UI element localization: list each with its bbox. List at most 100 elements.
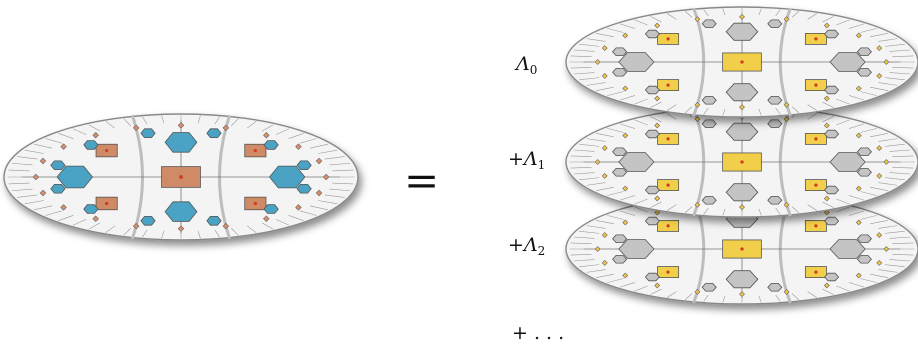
right-disk-2-spoke-22: [607, 278, 624, 283]
left-disk-spoke-32: [24, 149, 44, 154]
right-disk-0-spoke-47: [822, 16, 834, 23]
right-disk-1-spoke-7: [848, 195, 865, 201]
left-disk-small-hex-1: [263, 204, 279, 214]
right-disk-0-spoke-2: [889, 72, 911, 75]
right-disk-0-small-node-2: [855, 85, 862, 92]
right-disk-1-spoke-29: [570, 155, 592, 158]
right-disk-1-spoke-19: [650, 201, 662, 208]
right-disk-1-spoke-11: [791, 206, 800, 214]
right-disk-1-spoke-23: [595, 186, 614, 191]
right-disk-0-spoke-7: [848, 95, 865, 101]
right-disk-2-spoke-33: [595, 220, 614, 225]
right-disk-1-spoke-12: [775, 207, 781, 215]
left-disk-small-node-1: [315, 189, 323, 197]
right-disk-1-spoke-33: [595, 133, 614, 138]
right-disk-1-spoke-52: [878, 138, 898, 142]
right-disk-1-small-hex-6: [612, 147, 628, 157]
right-disk-0-spoke-38: [667, 13, 677, 20]
right-disk-1-small-hex-1: [824, 185, 840, 195]
right-disk-2-spoke-9: [822, 288, 834, 295]
right-disk-0-hex-right: [829, 52, 866, 72]
right-disk-1-spoke-10: [807, 204, 817, 211]
left-disk-spoke-13: [197, 230, 201, 239]
right-disk-2-spoke-48: [836, 206, 850, 213]
right-disk-0-spoke-53: [884, 43, 905, 47]
right-disk-1-small-hex-3: [701, 195, 717, 205]
right-disk-2-mid-node-0-dot: [666, 224, 670, 228]
right-disk-2-spoke-6: [860, 278, 877, 283]
left-disk-spoke-30: [11, 162, 33, 166]
right-disk-0-spoke-33: [595, 33, 614, 38]
right-disk-1-spoke-54: [889, 149, 911, 152]
right-disk-2-spoke-51: [870, 220, 889, 225]
right-disk-2-spoke-23: [595, 273, 614, 278]
term-1-subscript: 1: [537, 158, 546, 172]
term-2-prefix: +: [508, 234, 524, 256]
left-disk-small-hex-4: [83, 204, 99, 214]
right-disk-0-small-hex-7: [644, 29, 660, 39]
right-disk-0-spoke-24: [586, 82, 606, 86]
right-disk-1-spoke-50: [860, 128, 877, 133]
right-disk-2-spoke-36: [634, 206, 648, 213]
right-disk-0-mid-node-2-dot: [666, 83, 670, 87]
right-disk-0-spoke-51: [870, 33, 889, 38]
left-disk-small-node-17: [263, 131, 270, 139]
right-disk-2-spoke-26: [573, 259, 595, 262]
right-disk-0-spoke-30: [573, 49, 595, 52]
left-disk-spoke-8: [275, 219, 290, 226]
right-disk-1-mid-node-0-dot: [666, 137, 670, 141]
right-disk-2-spoke-27: [570, 253, 592, 256]
left-disk-spoke-19: [88, 222, 101, 230]
right-disk-1-spoke-5: [870, 186, 889, 191]
left-disk-small-node-4: [222, 222, 230, 230]
right-disk-2-spoke-35: [619, 210, 636, 216]
right-disk-0-small-node-3: [823, 95, 830, 102]
left-disk-small-node-9: [39, 189, 47, 197]
right-disk-0-spoke-1: [892, 66, 914, 69]
right-disk-2-hex-bottom: [725, 270, 759, 289]
right-disk-2-center-node-dot: [740, 247, 744, 251]
left-disk-spoke-49: [288, 133, 304, 139]
right-disk-2-spoke-16: [703, 294, 709, 302]
right-disk-2-spoke-52: [878, 225, 898, 229]
left-disk-spoke-53: [324, 156, 345, 160]
right-disk-2-spoke-30: [573, 236, 595, 239]
term-0-subscript: 0: [529, 63, 538, 77]
left-disk-spoke-25: [17, 194, 38, 198]
right-disk-2-spoke-24: [586, 269, 606, 273]
left-disk-spoke-6: [299, 210, 317, 216]
right-disk-0-spoke-9: [822, 101, 834, 108]
right-disk-2-small-hex-1: [824, 272, 840, 282]
right-disk-0-spoke-11: [791, 106, 800, 114]
right-disk-1-hex-right: [829, 152, 866, 172]
right-disk-0-spoke-40: [703, 9, 709, 17]
right-disk-1-small-node-6: [694, 201, 701, 208]
right-disk-1-spoke-46: [807, 113, 817, 120]
right-disk-0-small-node-18: [855, 32, 862, 39]
left-disk-small-node-14: [132, 124, 140, 132]
left-disk-spoke-11: [231, 227, 239, 236]
right-disk-0-small-hex-2: [767, 96, 783, 105]
right-disk-0-spoke-10: [807, 104, 817, 111]
right-disk-0-mid-node-0-dot: [666, 37, 670, 41]
right-disk-1-spoke-25: [579, 177, 600, 181]
right-disk-0-spoke-23: [595, 86, 614, 91]
right-disk-0-spoke-50: [860, 28, 877, 33]
left-disk-small-node-13: [92, 131, 99, 139]
right-disk-0-hex-left: [618, 52, 655, 72]
right-disk-2-small-hex-4: [644, 272, 660, 282]
right-disk-1-small-node-3: [823, 195, 830, 202]
right-disk-1-small-node-0: [883, 159, 890, 165]
right-disk-0-spoke-55: [892, 55, 914, 58]
right-disk-1-spoke-13: [758, 208, 762, 216]
left-disk-small-hex-3: [140, 215, 156, 226]
right-disk-0-small-node-6: [694, 101, 701, 108]
right-disk-1-spoke-3: [884, 177, 905, 181]
right-disk-1-small-node-17: [823, 122, 830, 129]
right-disk-1-small-hex-9: [767, 119, 783, 128]
right-disk-0-spoke-3: [884, 77, 905, 81]
right-disk-0-small-node-13: [654, 22, 661, 29]
left-disk-spoke-24: [24, 200, 44, 205]
